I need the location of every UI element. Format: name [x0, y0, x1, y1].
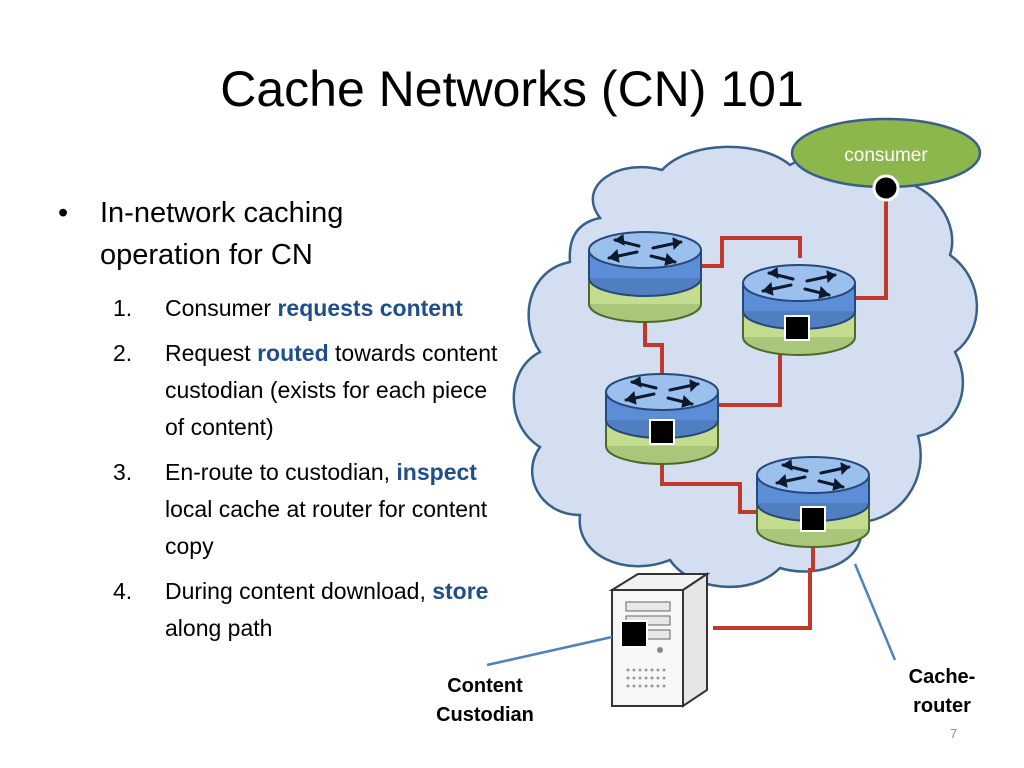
- slide-title: Cache Networks (CN) 101: [220, 61, 804, 117]
- step-text: En-route to custodian, inspect local cac…: [165, 454, 505, 565]
- cache-square-icon: [784, 315, 810, 341]
- bullet-list: • In-network caching operation for CN 1.…: [58, 192, 508, 655]
- step-text-plain: Request: [165, 340, 258, 366]
- bullet-text: In-network caching operation for CN: [100, 197, 344, 271]
- consumer-label: consumer: [844, 145, 928, 166]
- step-text-plain: Consumer: [165, 295, 278, 321]
- content-custodian-label: Content Custodian: [425, 672, 545, 730]
- cache-router-label: Cache- router: [896, 663, 988, 721]
- bullet-marker: •: [58, 197, 69, 229]
- server-icon: [608, 572, 711, 708]
- router-icon: [587, 230, 703, 324]
- cache-square-icon: [620, 620, 648, 648]
- step-number: 2.: [113, 340, 133, 366]
- bullet-item: • In-network caching operation for CN: [58, 192, 508, 276]
- cache-router-label-line: router: [913, 695, 971, 717]
- step-highlight: requests content: [277, 295, 463, 321]
- router-icon: [755, 455, 871, 549]
- network-cloud: [512, 145, 979, 589]
- step-item: 3. En-route to custodian, inspect local …: [113, 454, 508, 565]
- step-number: 3.: [113, 459, 133, 485]
- step-text-plain: During content download,: [165, 578, 433, 604]
- step-item: 4. During content download, store along …: [113, 573, 508, 647]
- step-highlight: routed: [257, 340, 329, 366]
- step-number: 1.: [113, 295, 133, 321]
- step-text-plain: local cache at router for content copy: [165, 496, 488, 559]
- step-highlight: inspect: [396, 459, 477, 485]
- step-text-plain: En-route to custodian,: [165, 459, 397, 485]
- step-text: Consumer requests content: [165, 290, 505, 327]
- content-custodian-label-line: Content: [447, 675, 523, 697]
- step-text: Request routed towards content custodian…: [165, 335, 505, 446]
- step-item: 1. Consumer requests content: [113, 290, 508, 327]
- cache-router-label-line: Cache-: [908, 666, 976, 688]
- cache-square-icon: [649, 419, 675, 445]
- cache-square-icon: [800, 506, 826, 532]
- consumer-node: consumer: [790, 117, 982, 202]
- step-text: During content download, store along pat…: [165, 573, 505, 647]
- step-highlight: store: [432, 578, 489, 604]
- step-text-plain: along path: [165, 615, 273, 641]
- step-text-plain: towards content custodian (exists for ea…: [165, 340, 498, 440]
- custodian-pointer-line: [486, 635, 613, 667]
- numbered-steps: 1. Consumer requests content 2. Request …: [58, 290, 508, 647]
- step-item: 2. Request routed towards content custod…: [113, 335, 508, 446]
- router-icon: [741, 263, 857, 357]
- content-custodian-label-line: Custodian: [436, 704, 534, 726]
- step-number: 4.: [113, 578, 133, 604]
- cache-router-pointer-line: [853, 563, 897, 661]
- slide-number: 7: [950, 726, 958, 741]
- consumer-dot-icon: [872, 174, 900, 202]
